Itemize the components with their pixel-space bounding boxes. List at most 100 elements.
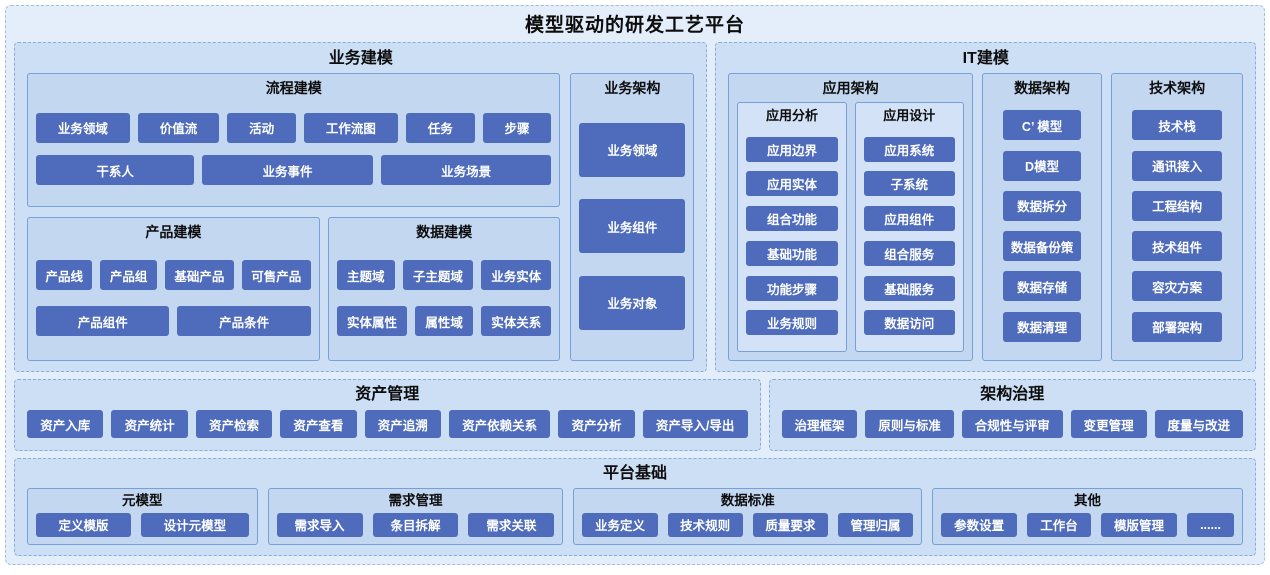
business-architecture-item: 业务对象 — [579, 275, 686, 330]
platform-architecture-diagram: 模型驱动的研发工艺平台 业务建模 流程建模 业务领域价值流活动工作流图任务步骤 … — [5, 5, 1265, 565]
section-platform-foundation: 平台基础 元模型 定义模版设计元模型 需求管理 需求导入条目拆解需求关联 数据标… — [14, 458, 1256, 556]
technology-architecture-item: 工程结构 — [1132, 190, 1223, 221]
other-item: ...... — [1187, 512, 1234, 537]
process-modeling-item: 工作流图 — [303, 112, 398, 143]
platform-foundation-body: 元模型 定义模版设计元模型 需求管理 需求导入条目拆解需求关联 数据标准 业务定… — [27, 488, 1243, 545]
application-design-item: 基础服务 — [863, 275, 955, 301]
process-modeling-item: 业务领域 — [36, 112, 130, 143]
group-product-modeling: 产品建模 产品线产品组基础产品可售产品 产品组件产品条件 — [27, 217, 320, 361]
application-analysis-item: 业务规则 — [746, 310, 838, 336]
business-architecture-item: 业务组件 — [579, 199, 686, 253]
process-modeling-title: 流程建模 — [265, 80, 322, 96]
application-analysis-item: 应用实体 — [746, 171, 838, 197]
asset-management-title: 资产管理 — [355, 386, 420, 403]
asset-management-item: 资产导入/导出 — [642, 410, 748, 438]
data-standard-item: 质量要求 — [752, 512, 828, 537]
group-business-architecture: 业务架构 业务领域业务组件业务对象 — [570, 73, 695, 361]
business-architecture-title: 业务架构 — [604, 80, 661, 96]
technology-architecture-item: 通讯接入 — [1132, 150, 1223, 181]
data-modeling-title: 数据建模 — [416, 224, 473, 240]
data-modeling-item: 实体关系 — [481, 306, 552, 336]
process-modeling-item: 业务事件 — [202, 155, 373, 186]
architecture-governance-item: 度量与改进 — [1154, 410, 1243, 438]
group-application-design: 应用设计 应用系统子系统应用组件组合服务基础服务数据访问 — [854, 102, 964, 352]
data-modeling-item: 实体属性 — [336, 306, 408, 336]
other-title: 其他 — [1074, 493, 1102, 508]
process-row-2: 干系人业务事件业务场景 — [36, 155, 552, 186]
requirement-management-row: 需求导入条目拆解需求关联 — [276, 511, 555, 538]
requirement-management-title: 需求管理 — [388, 493, 443, 508]
application-analysis-item: 功能步骤 — [746, 275, 838, 301]
application-design-item: 应用系统 — [863, 136, 955, 162]
it-modeling-title: IT建模 — [962, 50, 1009, 67]
business-modeling-title: 业务建模 — [328, 50, 393, 67]
requirement-management-item: 条目拆解 — [372, 512, 459, 537]
group-meta-model: 元模型 定义模版设计元模型 — [27, 488, 258, 545]
data-row-1: 主题域子主题域业务实体 — [336, 260, 552, 290]
section-asset-management: 资产管理 资产入库资产统计资产检索资产查看资产追溯资产依赖关系资产分析资产导入/… — [14, 379, 761, 451]
data-standard-item: 技术规则 — [667, 512, 743, 537]
architecture-governance-row: 治理框架原则与标准合规性与评审变更管理度量与改进 — [781, 408, 1243, 440]
data-architecture-item: 数据存储 — [1002, 271, 1082, 302]
asset-management-item: 资产查看 — [280, 410, 357, 438]
data-row-2: 实体属性属性域实体关系 — [336, 306, 552, 336]
business-architecture-body: 业务领域业务组件业务对象 — [579, 100, 686, 352]
asset-management-item: 资产追溯 — [364, 410, 441, 438]
data-standard-row: 业务定义技术规则质量要求管理归属 — [582, 511, 914, 538]
data-modeling-item: 业务实体 — [481, 260, 552, 290]
data-standard-item: 业务定义 — [582, 512, 658, 537]
it-modeling-body: 应用架构 应用分析 应用边界应用实体组合功能基础功能功能步骤业务规则 应用设计 … — [728, 73, 1244, 361]
application-design-item: 子系统 — [863, 171, 955, 197]
data-modeling-item: 属性域 — [415, 306, 474, 336]
data-architecture-title: 数据架构 — [1014, 80, 1071, 96]
technology-architecture-item: 容灾方案 — [1132, 271, 1223, 302]
data-architecture-item: D模型 — [1002, 150, 1082, 181]
architecture-governance-item: 合规性与评审 — [961, 410, 1063, 438]
meta-model-item: 设计元模型 — [141, 512, 249, 537]
requirement-management-item: 需求导入 — [276, 512, 363, 537]
process-modeling-item: 任务 — [405, 112, 475, 143]
data-architecture-item: 数据拆分 — [1002, 190, 1082, 221]
section-it-modeling: IT建模 应用架构 应用分析 应用边界应用实体组合功能基础功能功能步骤业务规则 … — [715, 42, 1257, 372]
architecture-governance-item: 原则与标准 — [865, 410, 954, 438]
technology-architecture-item: 部署架构 — [1132, 311, 1223, 342]
requirement-management-item: 需求关联 — [468, 512, 555, 537]
other-item: 模版管理 — [1100, 512, 1178, 537]
product-modeling-item: 产品组件 — [36, 306, 170, 336]
application-analysis-item: 基础功能 — [746, 240, 838, 266]
meta-model-row: 定义模版设计元模型 — [36, 511, 249, 538]
other-row: 参数设置工作台模版管理...... — [941, 511, 1234, 538]
application-design-stack: 应用系统子系统应用组件组合服务基础服务数据访问 — [863, 127, 955, 345]
asset-management-item: 资产入库 — [27, 410, 104, 438]
other-item: 工作台 — [1027, 512, 1091, 537]
technology-architecture-title: 技术架构 — [1149, 80, 1206, 96]
architecture-governance-title: 架构治理 — [980, 386, 1045, 403]
asset-management-item: 资产统计 — [111, 410, 188, 438]
asset-management-item: 资产分析 — [558, 410, 635, 438]
other-item: 参数设置 — [941, 512, 1018, 537]
data-architecture-item: 数据清理 — [1002, 311, 1082, 342]
business-modeling-left-column: 流程建模 业务领域价值流活动工作流图任务步骤 干系人业务事件业务场景 产品建模 … — [27, 73, 561, 361]
section-architecture-governance: 架构治理 治理框架原则与标准合规性与评审变更管理度量与改进 — [768, 379, 1256, 451]
page-title: 模型驱动的研发工艺平台 — [524, 15, 745, 36]
application-architecture-title: 应用架构 — [822, 80, 879, 96]
asset-management-item: 资产依赖关系 — [448, 410, 551, 438]
data-architecture-item: C’ 模型 — [1002, 110, 1082, 141]
process-modeling-body: 业务领域价值流活动工作流图任务步骤 干系人业务事件业务场景 — [36, 100, 552, 198]
application-design-item: 应用组件 — [863, 206, 955, 232]
product-modeling-item: 基础产品 — [164, 260, 234, 290]
data-modeling-item: 主题域 — [336, 260, 395, 290]
group-application-architecture: 应用架构 应用分析 应用边界应用实体组合功能基础功能功能步骤业务规则 应用设计 … — [728, 73, 973, 361]
data-standard-title: 数据标准 — [720, 493, 775, 508]
platform-foundation-title: 平台基础 — [602, 465, 667, 482]
data-modeling-body: 主题域子主题域业务实体 实体属性属性域实体关系 — [336, 244, 552, 352]
data-standard-item: 管理归属 — [837, 512, 914, 537]
application-analysis-item: 应用边界 — [746, 136, 838, 162]
business-modeling-bottom: 产品建模 产品线产品组基础产品可售产品 产品组件产品条件 数据建模 主题域子主题… — [27, 217, 561, 361]
product-modeling-title: 产品建模 — [145, 224, 202, 240]
product-modeling-body: 产品线产品组基础产品可售产品 产品组件产品条件 — [36, 244, 311, 352]
product-row-1: 产品线产品组基础产品可售产品 — [36, 260, 311, 290]
middle-row: 资产管理 资产入库资产统计资产检索资产查看资产追溯资产依赖关系资产分析资产导入/… — [14, 379, 1256, 451]
